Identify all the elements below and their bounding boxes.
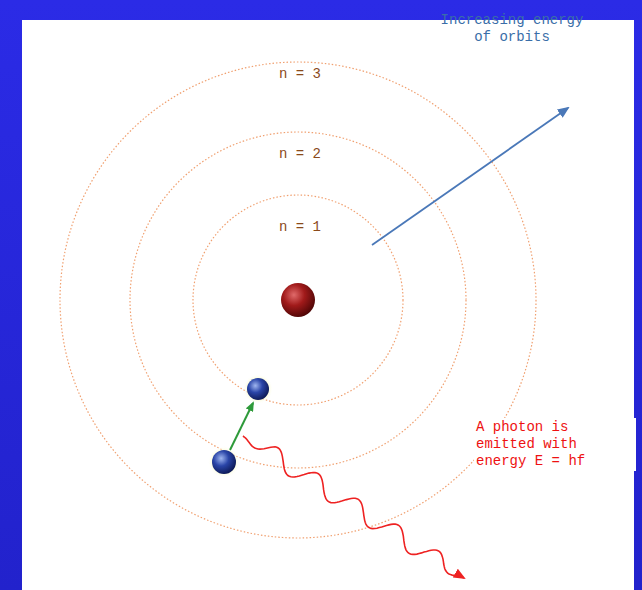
electron: [212, 450, 236, 474]
orbit-1: [193, 195, 403, 405]
energy-arrow: [372, 108, 568, 245]
axis-note: Increasing energy of orbits: [437, 12, 587, 46]
orbit-label: n = 2: [279, 146, 321, 163]
photon-note: A photon is emitted with energy E = hf: [474, 418, 636, 471]
slide-panel: [22, 20, 634, 590]
orbit-2: [130, 132, 466, 468]
orbit-3: [60, 62, 536, 538]
electron: [247, 378, 269, 400]
orbit-label: n = 1: [279, 219, 321, 236]
orbit-label: n = 3: [279, 66, 321, 83]
nucleus: [281, 283, 315, 317]
electron-glow: [243, 374, 273, 404]
photon-wave: [243, 436, 464, 578]
electron-glow: [208, 446, 240, 478]
